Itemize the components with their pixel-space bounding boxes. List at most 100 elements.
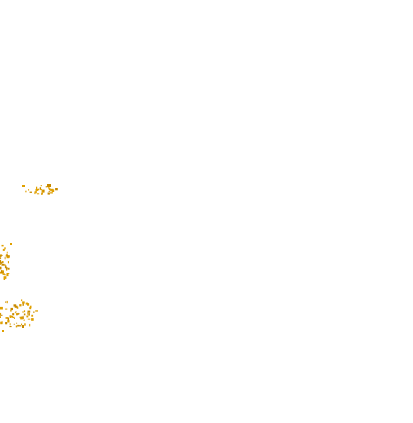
speckle — [28, 313, 30, 316]
speckle — [50, 192, 53, 194]
speckle — [23, 319, 25, 321]
speckle — [13, 317, 15, 319]
speckle — [25, 302, 28, 305]
speckle — [10, 307, 13, 311]
speckle — [27, 312, 29, 315]
speckle — [4, 256, 6, 260]
speckle — [16, 313, 18, 316]
speckle — [31, 314, 34, 317]
speckle — [16, 322, 18, 324]
speckle — [24, 323, 26, 326]
speckle — [20, 317, 23, 320]
speckle — [51, 189, 55, 192]
speckle — [4, 265, 7, 269]
speckle — [1, 261, 4, 263]
speckle — [1, 244, 4, 247]
speckle — [1, 321, 3, 324]
speckle — [3, 276, 7, 279]
speckle — [5, 317, 9, 319]
speckle — [41, 193, 43, 195]
speckle — [17, 324, 20, 327]
speckle — [41, 192, 43, 194]
speckle — [0, 263, 1, 265]
speckle — [13, 304, 17, 307]
speckle — [1, 261, 4, 263]
speckle — [6, 273, 9, 277]
speckle — [5, 301, 7, 303]
speckle — [4, 274, 6, 276]
speckle — [29, 305, 32, 308]
speckle — [13, 323, 15, 325]
speckle — [0, 272, 2, 274]
speckle — [37, 193, 40, 195]
speckle — [6, 300, 8, 304]
speckle — [22, 311, 24, 313]
speckle — [19, 304, 22, 307]
speckle — [22, 185, 25, 187]
speckle — [2, 272, 4, 275]
speckle — [0, 316, 1, 318]
speckle — [2, 330, 4, 332]
speckle — [36, 189, 38, 191]
speckle — [9, 323, 11, 326]
speckle — [1, 270, 4, 273]
speckle — [35, 310, 38, 312]
speckle — [4, 247, 6, 250]
speckle — [9, 315, 12, 318]
speckle — [17, 312, 19, 315]
cluster-upper-left — [22, 184, 58, 195]
speckle — [48, 186, 50, 189]
speckle — [41, 193, 43, 195]
speckle — [0, 266, 2, 270]
speckle — [25, 190, 27, 193]
speckle — [36, 186, 38, 190]
speckle — [6, 255, 10, 258]
speckle — [6, 256, 10, 259]
speckle — [9, 326, 12, 328]
speckle — [22, 303, 24, 306]
speckle — [7, 317, 10, 321]
speckle — [10, 243, 12, 245]
speckle — [48, 191, 51, 192]
speckle — [0, 312, 2, 316]
speckle — [7, 267, 10, 270]
speckle — [27, 310, 31, 313]
speckle — [3, 273, 5, 275]
cluster-lower-left — [0, 299, 38, 332]
speckle — [5, 255, 7, 257]
speckle — [2, 248, 5, 251]
speckle — [23, 310, 26, 313]
speckle — [29, 306, 32, 310]
speckle — [15, 311, 17, 313]
speckle — [18, 313, 20, 315]
cluster-left-middle — [0, 243, 12, 280]
speckle — [39, 187, 42, 190]
speckle — [6, 269, 8, 271]
speckle — [47, 192, 50, 195]
speckle — [55, 188, 58, 191]
speckle — [42, 189, 45, 192]
speckle — [19, 325, 22, 327]
speckle — [47, 184, 51, 187]
speckle — [12, 316, 15, 318]
speckle — [21, 323, 23, 325]
speckle — [45, 186, 48, 188]
speckle — [29, 191, 32, 193]
speckle — [34, 191, 36, 195]
speckle — [0, 314, 3, 316]
speckle — [4, 264, 6, 266]
speckle — [0, 306, 3, 310]
speckle — [23, 313, 26, 316]
speckle — [0, 259, 2, 263]
speckle — [37, 188, 40, 191]
speckle — [6, 251, 8, 254]
speckle — [40, 189, 43, 191]
speckle — [21, 299, 23, 302]
speckle — [49, 189, 52, 191]
speckle — [7, 261, 9, 264]
speckle — [6, 253, 8, 255]
speckle — [5, 308, 8, 310]
speckle — [31, 318, 34, 321]
